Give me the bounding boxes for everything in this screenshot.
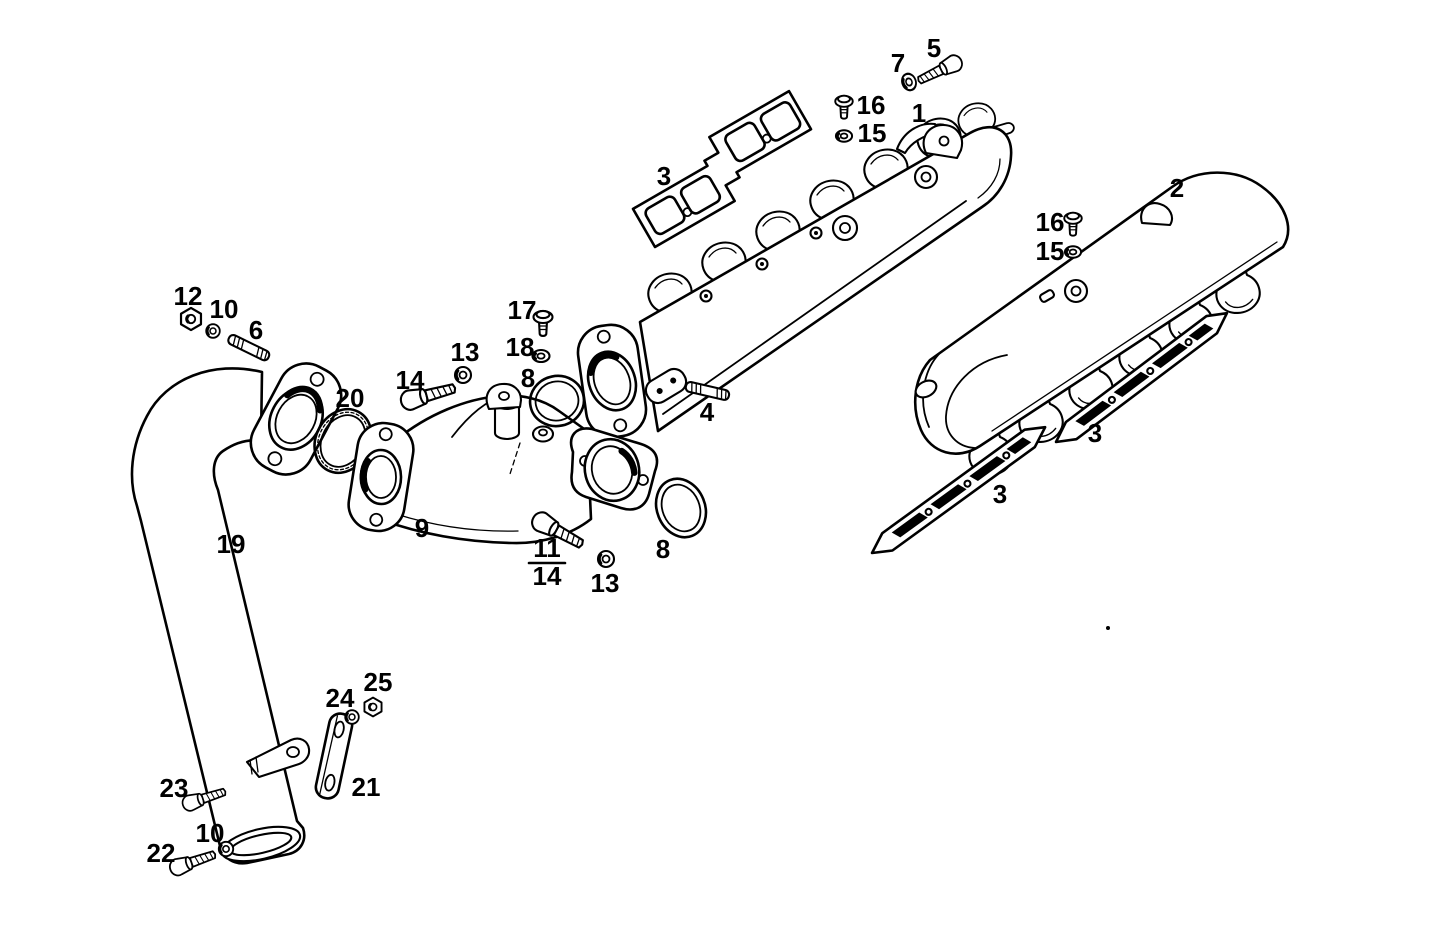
callout-4: 4	[700, 397, 715, 427]
callout-9: 9	[415, 513, 429, 543]
callout-3-lower: 3	[993, 479, 1007, 509]
elbow-outlet-ring	[583, 437, 641, 503]
callout-13-lower: 13	[591, 568, 620, 598]
elbow-ear-hole	[498, 391, 510, 401]
manifold-front-ear-hole	[938, 135, 950, 147]
manifold-rear-body	[914, 171, 1290, 455]
elbow-inner-line	[395, 513, 519, 532]
callout-3-upper: 3	[1088, 418, 1102, 448]
callout-16-left: 16	[857, 90, 886, 120]
manifold-front-edge-line	[662, 200, 967, 415]
manifold-front-stud-bracket	[644, 367, 688, 405]
callout-13-upper: 13	[451, 337, 480, 367]
exhaust-pipe-flange	[249, 362, 343, 476]
callout-21: 21	[352, 772, 381, 802]
manifold-front-boss	[831, 214, 859, 242]
manifold-front-boss-hole	[839, 222, 851, 234]
manifold-front-boss-hole	[920, 171, 932, 183]
elbow-inlet-flange	[347, 421, 415, 533]
exhaust-manifold-front	[576, 102, 1015, 439]
exhaust-manifold-rear	[914, 171, 1290, 478]
washer-18	[531, 348, 551, 364]
exhaust-pipe-bracket-hole	[286, 746, 300, 758]
callout-labels: 5 7 16 15 1 2 16 15 3 12 10 6 17 18 13 1…	[147, 33, 1185, 868]
callout-8-upper: 8	[521, 363, 535, 393]
callout-24: 24	[326, 683, 355, 713]
callout-19: 19	[217, 529, 246, 559]
washer-13-lower	[596, 549, 616, 569]
manifold-rear-stud-nub	[1038, 289, 1056, 303]
exhaust-pipe-bracket-hatch	[249, 756, 259, 775]
manifold-front-ear	[922, 123, 963, 160]
callout-12: 12	[174, 281, 203, 311]
manifold-front-stud-dot	[814, 231, 818, 235]
elbow-stud-nut	[531, 425, 555, 443]
callout-11: 11	[533, 533, 561, 563]
callout-25: 25	[364, 667, 393, 697]
manifold-front-stud-dot	[704, 294, 708, 298]
callout-2: 2	[1170, 173, 1184, 203]
callout-17: 17	[508, 295, 537, 325]
callout-5: 5	[927, 33, 941, 63]
manifold-front-body	[638, 126, 1013, 433]
manifold-front-stud-dot	[760, 262, 764, 266]
callout-15-right: 15	[1036, 236, 1065, 266]
exhaust-pipe-body	[130, 367, 306, 865]
callout-1: 1	[912, 98, 926, 128]
manifold-rear-boss-hole	[1070, 285, 1082, 297]
callout-15-left: 15	[858, 118, 887, 148]
manifold-front-flange	[576, 323, 648, 439]
manifold-gasket-top	[631, 89, 813, 249]
washer-15-left	[834, 128, 854, 144]
screw-16-right	[1063, 211, 1083, 237]
manifold-rear-ear	[1140, 202, 1173, 227]
callout-8-lower: 8	[656, 534, 670, 564]
callout-14-lower: 14	[533, 561, 562, 591]
callout-10-upper: 10	[210, 294, 239, 324]
nut-25	[363, 696, 383, 718]
callout-20: 20	[336, 383, 365, 413]
elbow-ear	[485, 382, 523, 411]
exhaust-elbow	[347, 382, 659, 545]
washer-10-upper	[204, 322, 222, 340]
manifold-rear-inlet-curve	[945, 354, 1008, 449]
print-speck	[1106, 626, 1110, 630]
callout-6: 6	[249, 315, 263, 345]
exhaust-pipe	[130, 362, 343, 865]
seal-ring-8-upper	[528, 374, 586, 428]
callout-3-top: 3	[657, 161, 671, 191]
manifold-rear-edge-line	[991, 241, 1278, 432]
manifold-rear-stub	[914, 379, 938, 399]
callout-23: 23	[160, 773, 189, 803]
callout-22: 22	[147, 838, 176, 868]
washer-15-right	[1063, 244, 1083, 260]
callout-7: 7	[891, 48, 905, 78]
manifold-rear-boss	[1063, 278, 1089, 304]
callout-18: 18	[506, 332, 535, 362]
screw-16-left	[834, 94, 854, 120]
manifold-front-boss	[913, 164, 939, 190]
callout-10-lower: 10	[196, 818, 225, 848]
exhaust-pipe-bracket-tab	[245, 737, 311, 779]
elbow-dashed-line	[509, 442, 521, 475]
washer-13-upper	[453, 365, 473, 385]
support-strap	[314, 712, 354, 800]
manifold-front-cap-line	[977, 158, 1001, 199]
callout-14-upper: 14	[396, 365, 425, 395]
callout-16-right: 16	[1036, 207, 1065, 237]
nut-12	[179, 306, 203, 332]
